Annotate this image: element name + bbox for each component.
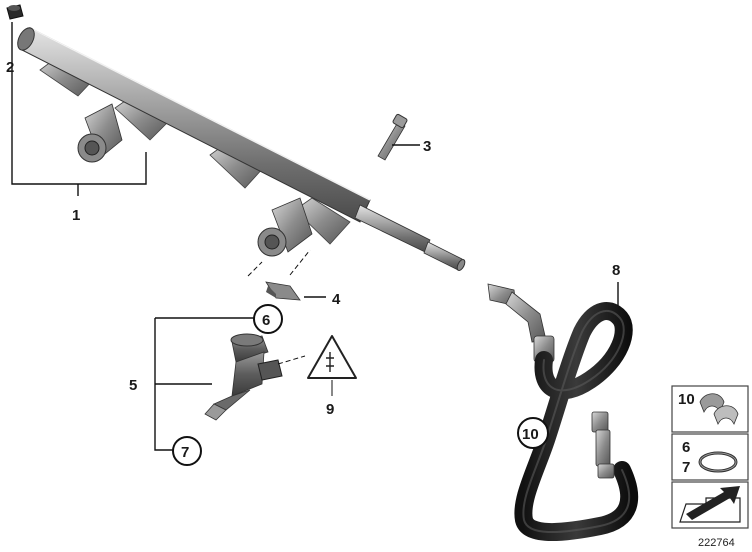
fuel-rail (17, 27, 466, 272)
bolt (377, 113, 408, 161)
electrical-warning-icon (307, 335, 357, 379)
callout-1: 1 (72, 207, 80, 224)
kit-arrow-icon (679, 486, 741, 523)
legend-label-7: 7 (682, 459, 690, 476)
legend-label-6: 6 (682, 439, 690, 456)
callout-2: 2 (6, 59, 14, 76)
rail-bracket (294, 197, 351, 245)
leader-lines (11, 22, 619, 451)
callout-9: 9 (326, 401, 334, 418)
rail-outlet-tip (423, 241, 463, 271)
assembly-line (247, 261, 263, 277)
o-ring-icon (698, 451, 738, 473)
rail-highlight (29, 27, 371, 201)
diagram-id: 222764 (698, 537, 735, 549)
assembly-line (289, 249, 311, 276)
callout-7-circled: 7 (172, 436, 202, 466)
assembly-line (277, 355, 306, 365)
fuel-hose (487, 283, 639, 541)
injector-cup (257, 197, 313, 257)
callout-7: 7 (181, 444, 189, 461)
injector-cup (77, 103, 123, 163)
rail-outlet-pipe (354, 204, 431, 253)
callout-4: 4 (332, 291, 341, 308)
rail-end-cap (17, 27, 35, 51)
end-plug (6, 4, 24, 20)
legend-box-orings (671, 433, 749, 481)
rail-tube (21, 27, 371, 223)
legend-panel: 10 6 7 (671, 385, 749, 529)
rail-outlet-end (456, 258, 466, 272)
fuel-injector (204, 333, 283, 421)
clip-icon (699, 393, 739, 425)
callout-10-circled: 10 (517, 417, 549, 449)
callout-6-circled: 6 (253, 304, 283, 334)
callout-8: 8 (612, 262, 620, 279)
retaining-clip (265, 281, 301, 301)
legend-label-10: 10 (678, 391, 695, 408)
callout-6: 6 (262, 312, 270, 329)
callout-5: 5 (129, 377, 137, 394)
callout-3: 3 (423, 138, 431, 155)
callout-10: 10 (522, 426, 539, 443)
